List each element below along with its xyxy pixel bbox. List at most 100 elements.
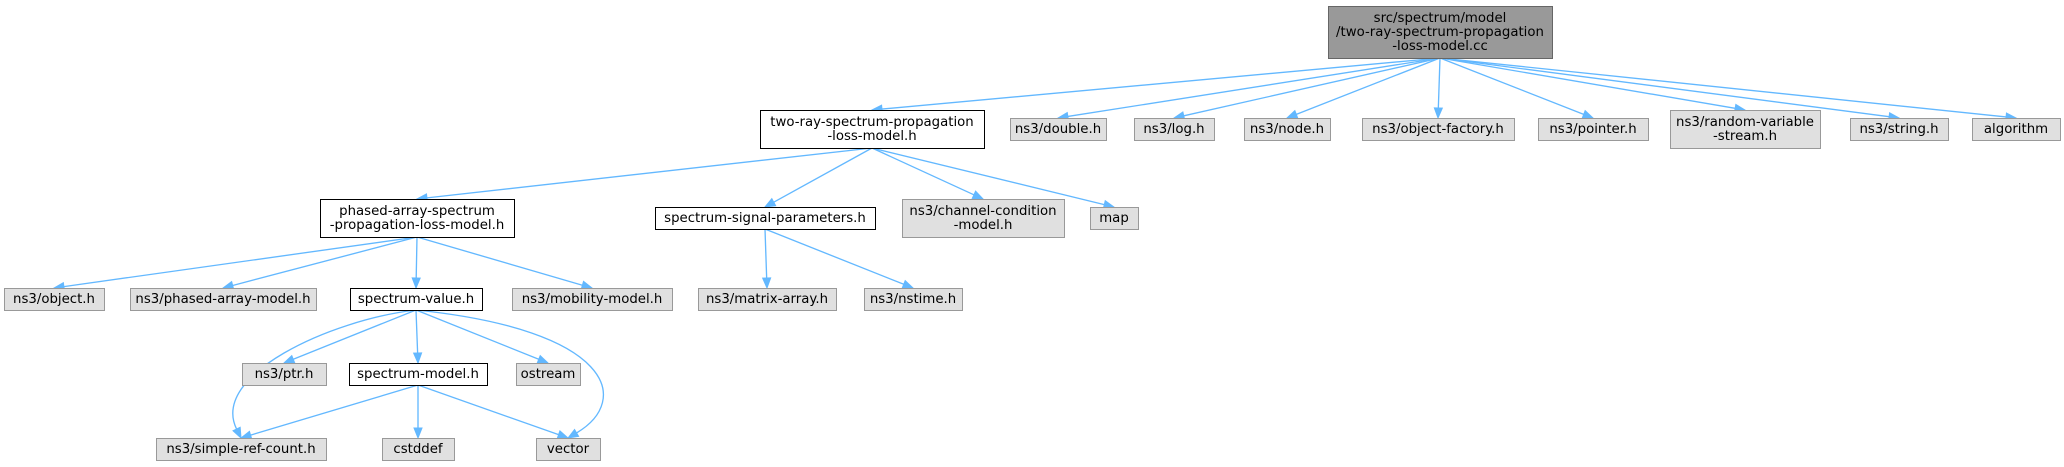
edge-line [415, 309, 419, 354]
node-ns3-node: ns3/node.h [1244, 118, 1331, 141]
node-root[interactable]: src/spectrum/model/two-ray-spectrum-prop… [1328, 6, 1553, 59]
node-ns3-log: ns3/log.h [1134, 118, 1215, 141]
node-label-line: ns3/random-variable [1676, 115, 1814, 130]
node-cstddef: cstddef [382, 438, 455, 461]
arrowhead-icon [282, 354, 296, 364]
edge-line [773, 147, 873, 203]
edge-line [871, 147, 975, 196]
edge-line [1439, 57, 2007, 118]
edge-spectrum-model-h-to-vector [417, 384, 570, 439]
edge-line [1439, 57, 1890, 118]
node-label-line: ns3/pointer.h [1549, 122, 1636, 137]
node-box [1134, 118, 1215, 141]
node-label-line: -loss-model.cc [1392, 39, 1488, 54]
edge-spectrum-signal-parameters-h-to-ns3-nstime [764, 228, 915, 289]
edge-line [250, 384, 419, 436]
node-box[interactable] [760, 110, 985, 149]
node-box [1362, 118, 1515, 141]
edge-root-to-ns3-string [1439, 57, 1901, 122]
edges-layer [52, 57, 2018, 440]
node-label-line: ns3/mobility-model.h [522, 292, 663, 307]
nodes-layer: src/spectrum/model/two-ray-spectrum-prop… [4, 6, 2061, 461]
node-box[interactable] [350, 288, 483, 311]
node-label-line: vector [547, 442, 590, 457]
arrowhead-icon [239, 430, 253, 440]
arrowhead-icon [1433, 107, 1444, 120]
node-ns3-simple-ref-count: ns3/simple-ref-count.h [156, 438, 327, 461]
edge-line [415, 309, 539, 360]
edge-line [1439, 57, 1584, 115]
edge-spectrum-value-h-to-ns3-ptr [282, 309, 417, 364]
edge-phased-array-h-to-ns3-phased-array-model [221, 236, 418, 290]
node-label-line: -loss-model.h [827, 129, 916, 144]
node-box[interactable] [320, 199, 515, 238]
node-spectrum-value-h[interactable]: spectrum-value.h [350, 288, 483, 311]
node-phased-array-h[interactable]: phased-array-spectrum-propagation-loss-m… [320, 199, 515, 238]
node-box [512, 288, 673, 311]
edge-spectrum-value-h-to-ns3-simple-ref-count [232, 309, 417, 440]
node-box[interactable] [655, 207, 876, 230]
edge-spectrum-value-h-to-spectrum-model-h [412, 309, 423, 365]
node-box [1850, 118, 1949, 141]
node-ns3-ptr: ns3/ptr.h [242, 363, 327, 386]
node-label-line: ns3/object-factory.h [1372, 122, 1504, 137]
node-box [156, 438, 327, 461]
edge-line [232, 236, 418, 287]
edge-line [415, 309, 605, 434]
node-label-line: ns3/matrix-array.h [706, 292, 828, 307]
edge-root-to-ns3-node [1285, 57, 1441, 119]
node-two-ray-h[interactable]: two-ray-spectrum-propagation-loss-model.… [760, 110, 985, 149]
edge-spectrum-value-h-to-vector [415, 309, 605, 439]
node-box [1010, 118, 1107, 141]
arrowhead-icon [901, 279, 915, 289]
edge-line [1067, 57, 1441, 118]
arrowhead-icon [536, 354, 550, 364]
node-label-line: spectrum-model.h [357, 367, 479, 382]
edge-two-ray-h-to-spectrum-signal-parameters-h [763, 147, 873, 208]
node-box [864, 288, 963, 311]
arrowhead-icon [413, 427, 423, 440]
edge-line [1183, 57, 1441, 117]
node-label-line: map [1099, 211, 1129, 226]
node-ns3-double: ns3/double.h [1010, 118, 1107, 141]
edge-spectrum-model-h-to-ns3-simple-ref-count [239, 384, 419, 440]
edge-root-to-two-ray-h [870, 57, 1441, 114]
node-ns3-string: ns3/string.h [1850, 118, 1949, 141]
arrowhead-icon [412, 352, 423, 365]
node-label-line: phased-array-spectrum [339, 204, 495, 219]
node-label-line: -propagation-loss-model.h [330, 218, 505, 233]
node-label-line: src/spectrum/model [1374, 11, 1507, 26]
arrowhead-icon [232, 426, 242, 440]
node-label-line: ns3/ptr.h [255, 367, 314, 382]
edge-phased-array-h-to-ns3-object [52, 236, 418, 292]
node-ns3-phased-array-model: ns3/phased-array-model.h [130, 288, 317, 311]
node-map: map [1090, 207, 1139, 230]
node-ns3-matrix-array: ns3/matrix-array.h [698, 288, 837, 311]
node-box[interactable] [349, 363, 488, 386]
node-algorithm: algorithm [1972, 118, 2061, 141]
edge-line [232, 309, 417, 430]
arrowhead-icon [971, 190, 985, 200]
node-vector: vector [536, 438, 601, 461]
node-box [1090, 207, 1139, 230]
node-spectrum-model-h[interactable]: spectrum-model.h [349, 363, 488, 386]
edge-line [1296, 57, 1441, 115]
node-box [382, 438, 455, 461]
edge-two-ray-h-to-ns3-channel-condition [871, 147, 985, 200]
node-label-line: ns3/double.h [1015, 122, 1101, 137]
edge-line [63, 236, 418, 288]
node-ns3-mobility-model: ns3/mobility-model.h [512, 288, 673, 311]
edge-spectrum-model-h-to-cstddef [413, 385, 423, 440]
edge-line [293, 309, 417, 360]
node-label-line: ns3/nstime.h [870, 292, 956, 307]
node-box[interactable] [1328, 6, 1553, 59]
node-box [242, 363, 327, 386]
node-ostream: ostream [516, 363, 581, 386]
edge-root-to-ns3-log [1172, 57, 1441, 121]
node-label-line: /two-ray-spectrum-propagation [1336, 25, 1544, 40]
node-spectrum-signal-parameters-h[interactable]: spectrum-signal-parameters.h [655, 207, 876, 230]
node-label-line: algorithm [1984, 122, 2048, 137]
edge-two-ray-h-to-phased-array-h [415, 147, 873, 203]
edge-phased-array-h-to-spectrum-value-h [411, 236, 421, 290]
